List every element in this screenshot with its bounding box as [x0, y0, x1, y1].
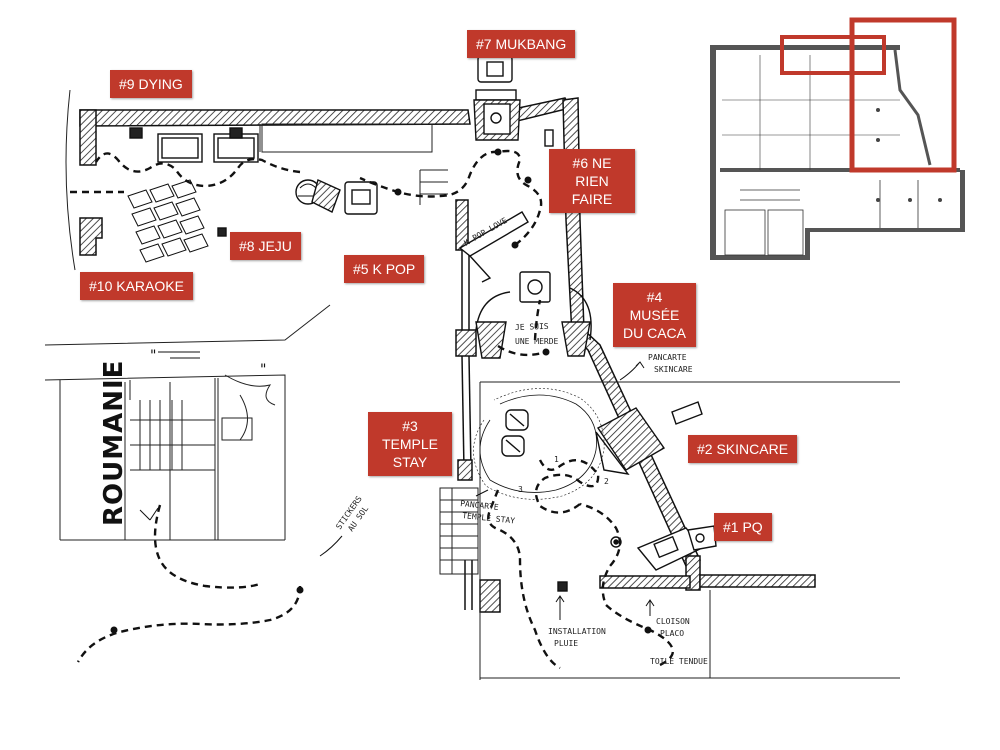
- tag-musee-du-caca: #4 MUSÉE DU CACA: [613, 283, 696, 347]
- site-overview-plan: [710, 17, 965, 260]
- pancarte-temple-note-2: TEMPLE STAY: [462, 511, 516, 526]
- tag-skincare: #2 SKINCARE: [688, 435, 798, 463]
- temple-step-numbers: 3: [518, 485, 523, 494]
- tag-pq: #1 PQ: [714, 513, 772, 541]
- installations: [127, 55, 717, 592]
- pancarte-skincare-note: PANCARTE: [648, 353, 687, 362]
- installation-pluie-note: INSTALLATION: [548, 627, 606, 636]
- quote-mark-left: ": [150, 348, 156, 364]
- temple-step-1: 1: [554, 455, 559, 464]
- installation-pluie-note-2: PLUIE: [554, 639, 578, 648]
- temple-step-2: 2: [604, 477, 609, 486]
- path-markers: [110, 148, 652, 634]
- cloison-note: CLOISON: [656, 617, 690, 626]
- tag-karaoke: #10 KARAOKE: [80, 272, 193, 300]
- tag-k-pop: #5 K POP: [344, 255, 425, 283]
- pancarte-temple-note: PANCARTE: [460, 499, 499, 512]
- annotation-arrows: [139, 361, 655, 620]
- walls: [79, 97, 816, 613]
- room-outlines: [44, 89, 900, 680]
- je-suis-une-merde-note: JE SUIS: [515, 322, 549, 332]
- quote-mark-right: ": [260, 362, 266, 378]
- visitor-path: [70, 149, 675, 670]
- tag-mukbang: #7 MUKBANG: [467, 30, 576, 58]
- je-suis-une-merde-note-2: UNE MERDE: [515, 337, 559, 346]
- tag-jeju: #8 JEJU: [230, 232, 301, 260]
- toile-note: TOILE TENDUE: [650, 657, 708, 666]
- cloison-note-2: PLACO: [660, 629, 684, 638]
- tag-dying: #9 DYING: [110, 70, 192, 98]
- tag-temple-stay: #3 TEMPLE STAY: [368, 412, 452, 476]
- pancarte-skincare-note-2: SKINCARE: [654, 365, 693, 374]
- tag-ne-rien-faire: #6 NE RIEN FAIRE: [549, 149, 635, 213]
- roumanie-label: ROUMANIE: [99, 360, 129, 526]
